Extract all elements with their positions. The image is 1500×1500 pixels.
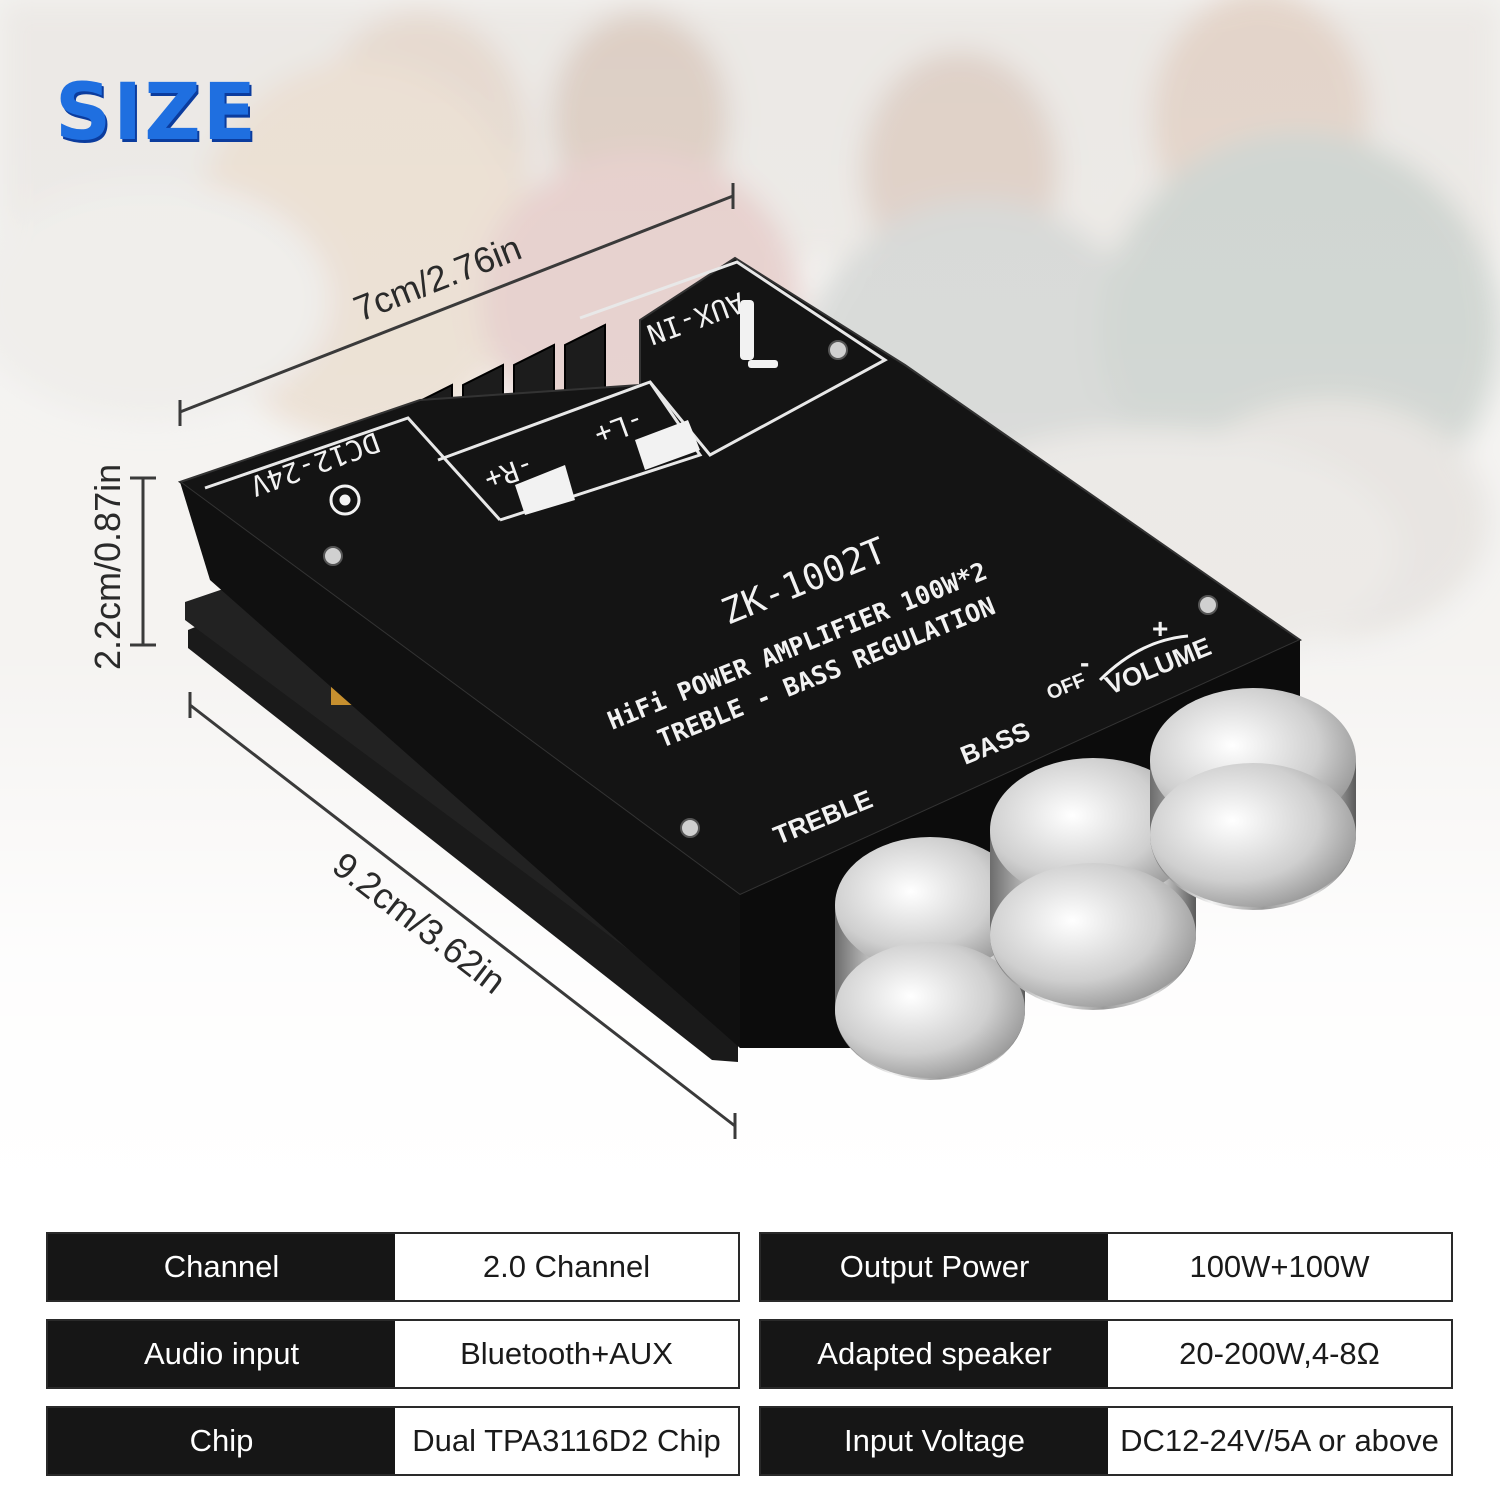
- volume-knob[interactable]: [1150, 688, 1356, 910]
- screw-icons: [323, 340, 1218, 838]
- spec-key: Chip: [48, 1408, 395, 1474]
- treble-knob[interactable]: [835, 837, 1025, 1080]
- spec-row-adapted-speaker: Adapted speaker 20-200W,4-8Ω: [759, 1319, 1453, 1389]
- spec-row-chip: Chip Dual TPA3116D2 Chip: [46, 1406, 740, 1476]
- spec-row-input-voltage: Input Voltage DC12-24V/5A or above: [759, 1406, 1453, 1476]
- spec-key: Adapted speaker: [761, 1321, 1108, 1387]
- spec-key: Output Power: [761, 1234, 1108, 1300]
- dimension-lines: [130, 183, 737, 1139]
- bass-knob[interactable]: [990, 758, 1196, 1010]
- volume-minus-label: -: [1080, 647, 1089, 678]
- volume-plus-label: +: [1152, 613, 1168, 644]
- height-dimension-label: 2.2cm/0.87in: [87, 464, 128, 670]
- size-title: SIZE: [55, 68, 259, 158]
- pcb-bottom-layer: [188, 620, 738, 1062]
- spec-value: 20-200W,4-8Ω: [1179, 1336, 1380, 1371]
- spec-key: Channel: [48, 1234, 395, 1300]
- aux-jack-icon: [740, 300, 778, 368]
- spec-value: DC12-24V/5A or above: [1120, 1423, 1439, 1458]
- dc-jack-icon: [329, 484, 361, 516]
- amplifier-board-illustration: 7cm/2.76in 2.2cm/0.87in 9.2cm/3.62in: [87, 183, 1356, 1139]
- width-dimension-label: 7cm/2.76in: [348, 227, 527, 330]
- speaker-icon: [515, 420, 700, 515]
- spec-value: 100W+100W: [1189, 1249, 1370, 1284]
- spec-key: Audio input: [48, 1321, 395, 1387]
- spec-value: Bluetooth+AUX: [460, 1336, 673, 1371]
- spec-key: Input Voltage: [761, 1408, 1108, 1474]
- spec-row-output-power: Output Power 100W+100W: [759, 1232, 1453, 1302]
- spec-row-channel: Channel 2.0 Channel: [46, 1232, 740, 1302]
- spec-row-audio-input: Audio input Bluetooth+AUX: [46, 1319, 740, 1389]
- volume-arc-icon: [1098, 634, 1189, 682]
- spec-value: Dual TPA3116D2 Chip: [412, 1423, 721, 1458]
- spec-value: 2.0 Channel: [482, 1249, 651, 1284]
- board-left-edge: [180, 482, 740, 1048]
